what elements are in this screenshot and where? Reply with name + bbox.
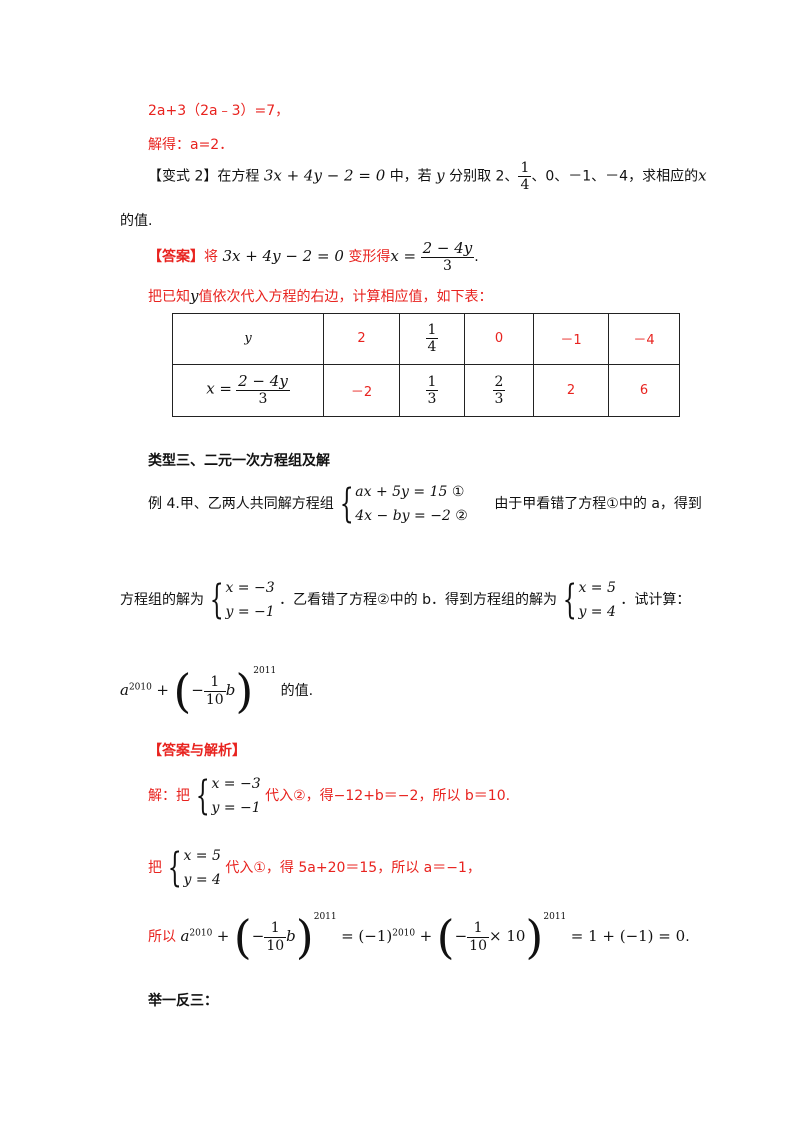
table-cell: 0 — [464, 313, 534, 365]
table-cell: －4 — [608, 313, 680, 365]
table-cell: 6 — [608, 363, 680, 418]
variant-equation: 3x + 4y − 2 = 0 — [263, 166, 386, 185]
variant-label: 【变式 2】 — [148, 168, 218, 185]
example-label: 例 4. — [148, 496, 180, 512]
table-cell: 2 — [533, 363, 609, 418]
variant-question-end: 的值. — [120, 213, 153, 229]
equation-line: 2a+3（2a﹣3）=7， — [148, 103, 290, 119]
section-heading: 类型三、二元一次方程组及解 — [148, 453, 330, 469]
table-cell: －2 — [323, 363, 400, 418]
table-header-y: y — [172, 313, 324, 365]
table-cell: －1 — [533, 313, 609, 365]
solution-label: 【答案与解析】 — [148, 743, 246, 759]
solution-line: 解得：a=2． — [148, 137, 234, 153]
table-cell: 2 — [323, 313, 400, 365]
practice-heading: 举一反三： — [148, 993, 218, 1009]
substitute-line: 把已知y值依次代入方程的右边，计算相应值，如下表： — [148, 287, 493, 305]
answer-label: 【答案】 — [148, 249, 204, 266]
